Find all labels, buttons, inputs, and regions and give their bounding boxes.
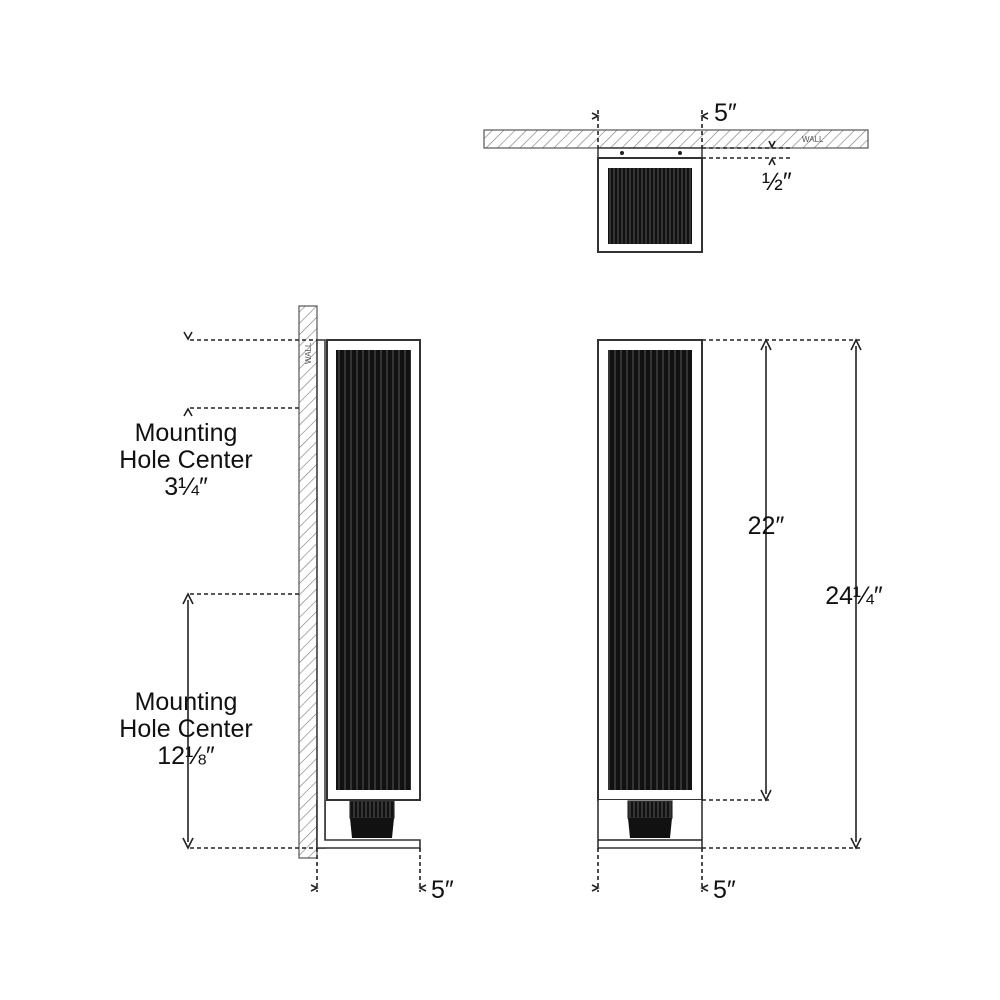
dim-front-depth: 5″ xyxy=(713,876,736,904)
dim-overall-height: 24¼″ xyxy=(825,582,883,610)
dim-shade-height: 22″ xyxy=(748,512,785,540)
mount-top-line3: 3¼″ xyxy=(164,473,208,501)
wall-label-side: WALL xyxy=(304,342,313,364)
dim-top-offset: ½″ xyxy=(762,168,792,196)
top-view-backplate xyxy=(597,147,703,159)
side-socket-top xyxy=(349,800,395,819)
front-socket-top xyxy=(627,800,673,819)
side-view-shade xyxy=(336,350,411,790)
side-wall-hatch xyxy=(298,305,318,859)
front-socket-cup xyxy=(628,818,672,838)
mount-bottom-line2: Hole Center xyxy=(119,715,252,743)
mount-bottom-line3: 12⅛″ xyxy=(157,742,215,770)
mount-top-line2: Hole Center xyxy=(119,446,252,474)
side-view-base xyxy=(316,800,421,849)
dim-side-depth: 5″ xyxy=(431,876,454,904)
side-socket-cup xyxy=(350,818,394,838)
top-view: WALL 5″ ½″ xyxy=(483,99,869,253)
top-screw-left xyxy=(620,151,624,155)
wall-label-top: WALL xyxy=(802,135,824,144)
mount-top-line1: Mounting xyxy=(135,419,238,447)
dim-top-depth: 5″ xyxy=(714,99,737,127)
mount-bottom-line1: Mounting xyxy=(135,688,238,716)
side-view: WALL 5″ Mounting Hole Center 3¼″ Mountin… xyxy=(119,305,454,904)
side-backplate xyxy=(316,339,326,849)
top-screw-right xyxy=(678,151,682,155)
front-view: 22″ 24¼″ 5″ xyxy=(591,338,883,904)
front-view-shade xyxy=(608,350,692,790)
top-view-shade xyxy=(608,168,692,244)
